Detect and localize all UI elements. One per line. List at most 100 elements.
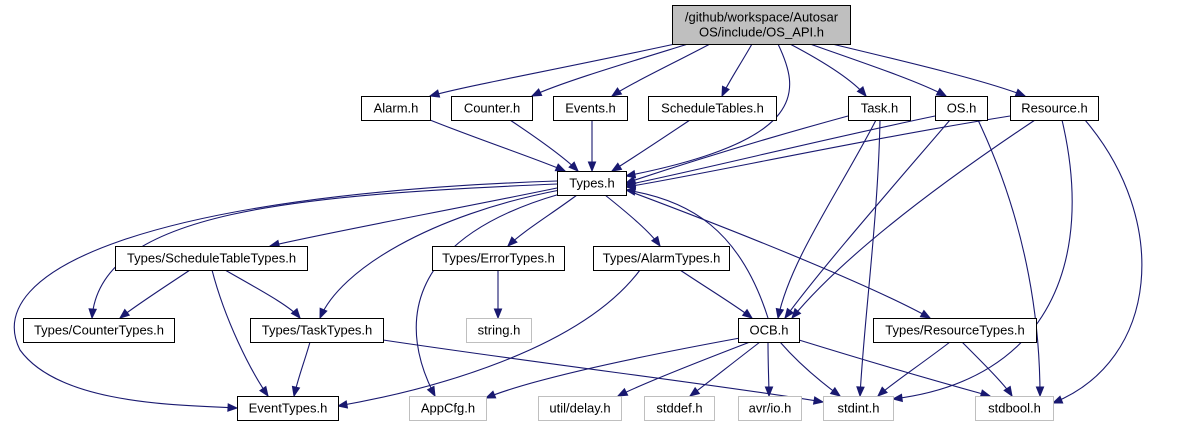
arrow-head-icon	[428, 89, 441, 98]
node-box	[672, 5, 851, 45]
edge-line	[625, 115, 849, 184]
arrow-head-icon	[493, 308, 503, 320]
node-tresource[interactable]: Types/ResourceTypes.h	[873, 318, 1037, 343]
edge-ttask-to-eventtypes	[291, 341, 311, 398]
node-label: Types/ErrorTypes.h	[442, 251, 555, 266]
arrow-head-icon	[484, 390, 497, 399]
arrow-head-icon	[88, 308, 98, 320]
edge-task-to-types	[624, 115, 849, 185]
node-events[interactable]: Events.h	[553, 96, 628, 121]
arrow-head-icon	[741, 308, 754, 319]
edge-root-to-alarm	[428, 43, 676, 98]
node-tcounter[interactable]: Types/CounterTypes.h	[23, 318, 175, 343]
node-resource[interactable]: Resource.h	[1010, 96, 1099, 121]
edge-terror-to-string	[493, 270, 503, 320]
node-label: AppCfg.h	[421, 401, 475, 416]
edge-line	[784, 119, 951, 319]
node-label: Types/TaskTypes.h	[262, 323, 373, 338]
edge-task-to-stdint	[856, 119, 881, 398]
node-appcfg[interactable]: AppCfg.h	[409, 396, 487, 421]
arrow-head-icon	[319, 307, 328, 320]
node-string[interactable]: string.h	[466, 318, 532, 343]
arrow-head-icon	[118, 308, 131, 319]
node-task[interactable]: Task.h	[848, 96, 911, 121]
node-os[interactable]: OS.h	[935, 96, 988, 121]
node-label: Task.h	[861, 101, 899, 116]
node-avrio[interactable]: avr/io.h	[738, 396, 802, 421]
arrow-head-icon	[610, 87, 623, 97]
edge-root-to-sched	[721, 43, 753, 98]
node-box	[451, 96, 533, 121]
node-eventtypes[interactable]: EventTypes.h	[237, 396, 339, 421]
arrow-head-icon	[587, 161, 597, 173]
arrow-head-icon	[290, 307, 301, 320]
edge-line	[831, 43, 1026, 97]
edge-task-to-ocb	[775, 119, 877, 320]
edge-tsched-to-ttask	[224, 269, 301, 320]
edge-line	[877, 341, 951, 397]
edge-line	[798, 339, 991, 397]
arrow-head-icon	[919, 309, 932, 319]
edge-os-to-ocb	[784, 119, 951, 320]
node-types[interactable]: Types.h	[557, 171, 627, 196]
node-talarm[interactable]: Types/AlarmTypes.h	[593, 246, 730, 271]
arrow-head-icon	[624, 169, 637, 179]
node-label: Types/ResourceTypes.h	[885, 323, 1024, 338]
edge-counter-to-types	[509, 119, 579, 172]
arrow-head-icon	[688, 386, 701, 397]
arrow-head-icon	[227, 403, 239, 412]
edge-resource-to-stdint	[891, 119, 1073, 403]
edge-root-to-events	[610, 43, 711, 97]
node-delay[interactable]: util/delay.h	[538, 396, 622, 421]
arrow-head-icon	[426, 385, 436, 398]
node-box	[538, 396, 622, 421]
edge-line	[415, 193, 561, 397]
edge-alarm-to-types	[429, 119, 567, 172]
edge-tsched-to-eventtypes	[211, 269, 269, 398]
arrow-head-icon	[530, 88, 543, 97]
edge-ocb-to-avrio	[764, 341, 774, 398]
edge-line	[789, 43, 867, 97]
node-counter[interactable]: Counter.h	[451, 96, 533, 121]
node-tsched[interactable]: Types/ScheduleTableTypes.h	[115, 246, 308, 271]
edge-types-to-appcfg	[415, 193, 561, 398]
edge-layer	[13, 43, 1143, 412]
arrow-head-icon	[624, 187, 637, 196]
node-terror[interactable]: Types/ErrorTypes.h	[432, 246, 565, 271]
node-label: Alarm.h	[374, 101, 419, 116]
edge-tresource-to-stdint	[877, 341, 951, 397]
node-label: string.h	[478, 323, 521, 338]
node-label: OS.h	[947, 101, 977, 116]
arrow-head-icon	[259, 385, 269, 398]
node-box	[553, 96, 628, 121]
edge-types-to-ttask	[319, 189, 561, 320]
node-box	[738, 318, 800, 343]
arrow-head-icon	[791, 307, 802, 320]
node-label: Types.h	[569, 176, 615, 191]
edge-line	[679, 269, 753, 319]
node-alarm[interactable]: Alarm.h	[361, 96, 431, 121]
node-stdint[interactable]: stdint.h	[823, 396, 894, 421]
node-sched[interactable]: ScheduleTables.h	[648, 96, 777, 121]
arrow-head-icon	[1003, 385, 1013, 398]
edge-line	[625, 43, 791, 177]
edge-line	[485, 337, 741, 399]
node-box	[975, 396, 1054, 421]
edge-line	[604, 194, 661, 247]
edge-ocb-to-appcfg	[484, 337, 741, 399]
node-stdbool[interactable]: stdbool.h	[975, 396, 1054, 421]
node-label: Events.h	[565, 101, 616, 116]
node-box	[23, 318, 175, 343]
node-box	[738, 396, 802, 421]
node-root[interactable]: /github/workspace/AutosarOS/include/OS_A…	[672, 5, 851, 45]
edge-ocb-to-stdbool	[798, 339, 992, 398]
node-box	[935, 96, 988, 121]
node-ttask[interactable]: Types/TaskTypes.h	[250, 318, 384, 343]
arrow-head-icon	[554, 163, 567, 172]
node-label: /github/workspace/Autosar	[685, 10, 839, 25]
node-stddef[interactable]: stddef.h	[644, 396, 715, 421]
node-box	[557, 171, 627, 196]
node-ocb[interactable]: OCB.h	[738, 318, 800, 343]
arrow-head-icon	[1035, 386, 1045, 398]
node-layer: /github/workspace/AutosarOS/include/OS_A…	[23, 5, 1099, 421]
